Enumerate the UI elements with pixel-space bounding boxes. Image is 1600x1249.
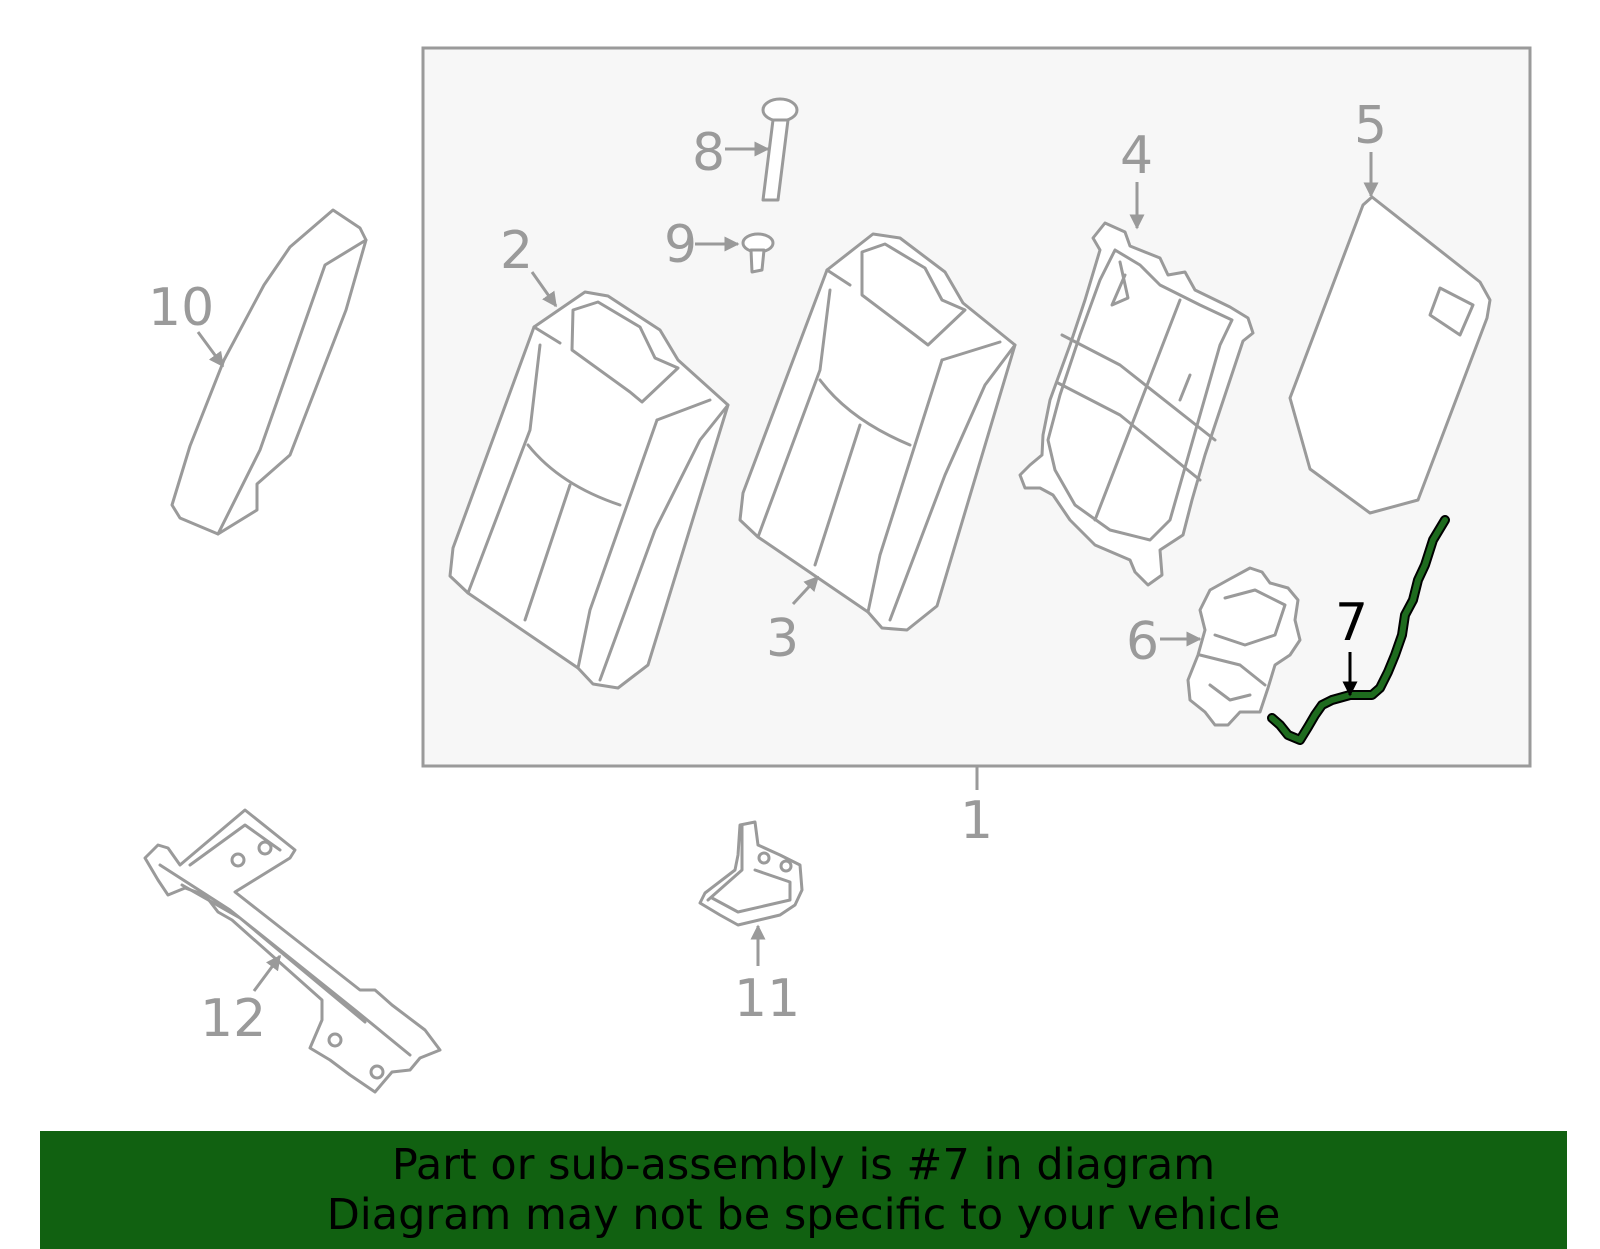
info-banner: Part or sub-assembly is #7 in diagram Di… (40, 1131, 1567, 1249)
callout-6: 6 (1126, 612, 1159, 672)
callout-11: 11 (734, 969, 800, 1029)
part-8-pin (761, 97, 799, 202)
callout-3: 3 (766, 609, 799, 669)
part-4-seatback-frame (1018, 221, 1255, 587)
banner-line-1: Part or sub-assembly is #7 in diagram (391, 1140, 1216, 1190)
callout-10: 10 (148, 278, 214, 338)
callout-5: 5 (1354, 96, 1387, 156)
callout-9: 9 (664, 215, 697, 275)
callout-2: 2 (500, 221, 533, 281)
callout-8: 8 (692, 123, 725, 183)
part-10-side-bolster (170, 208, 368, 536)
part-9-clip (741, 232, 775, 274)
banner-line-2: Diagram may not be specific to your vehi… (326, 1190, 1281, 1240)
part-5-back-panel (1288, 195, 1492, 515)
callout-12: 12 (200, 989, 266, 1049)
part-7-wire-harness (1267, 515, 1450, 745)
callout-7: 7 (1335, 593, 1368, 653)
part-3-seatback-cover (738, 232, 1017, 632)
part-12-seat-rail (143, 808, 442, 1094)
part-2-seatback-cover (448, 290, 730, 690)
part-6-bracket (1186, 566, 1302, 727)
callout-4: 4 (1120, 126, 1153, 186)
callout-1: 1 (960, 791, 993, 851)
part-11-bracket (698, 820, 804, 927)
